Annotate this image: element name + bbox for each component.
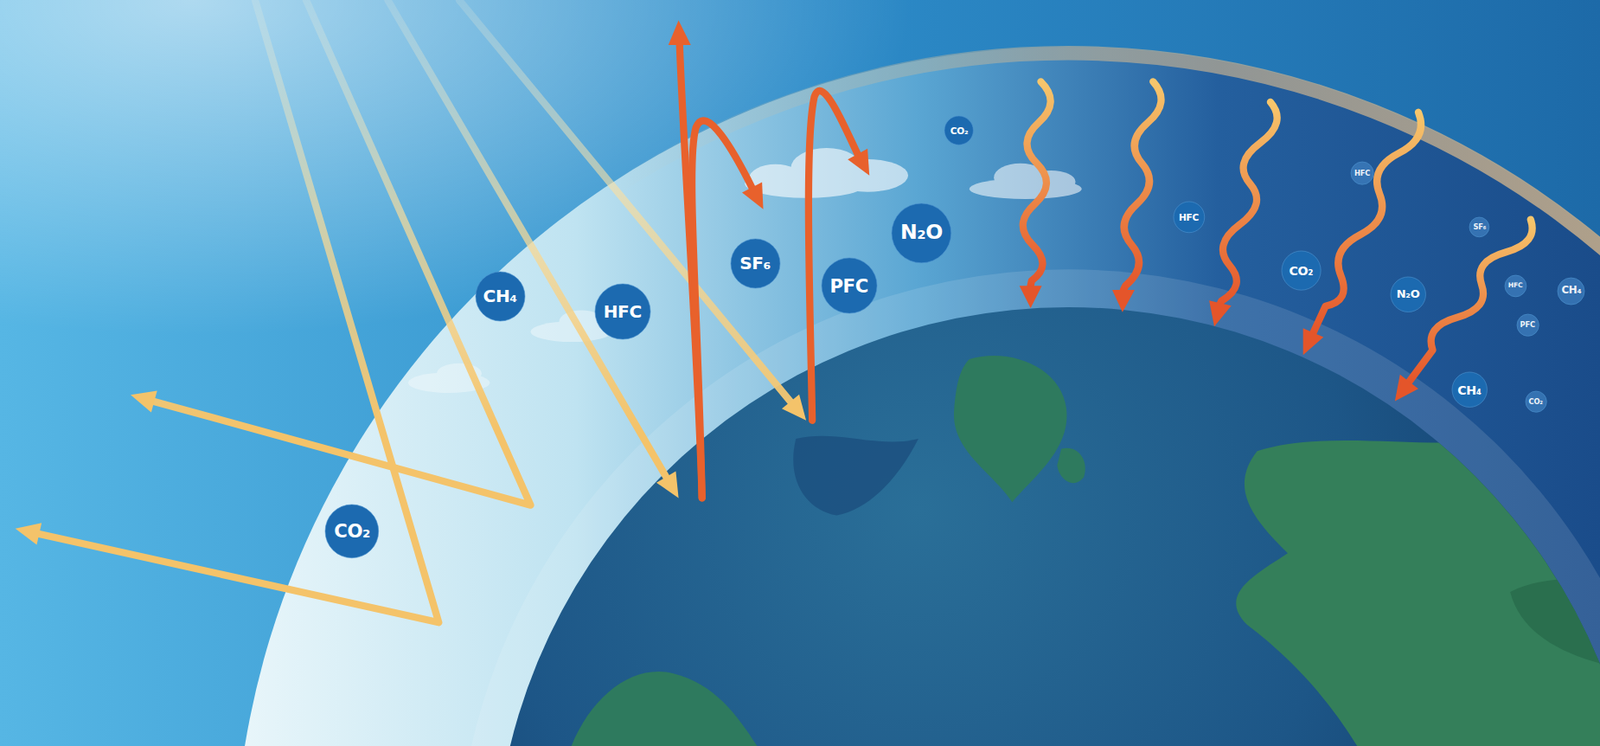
gas-circle: HFC [594,282,652,340]
arrowhead [742,182,764,210]
gas-label: CH₄ [1561,285,1581,296]
gas-label: PFC [1520,320,1536,328]
arrowhead [1303,327,1325,355]
gas-circle-outline [1173,201,1205,233]
arrowhead [847,148,870,176]
gas-circle-outline [944,115,973,145]
gas-circle-outline [1452,371,1487,407]
gas-label: HFC [1354,169,1370,177]
gas-circle-outline [821,257,877,314]
ocean [493,307,1600,746]
gas-circle-outline [1469,217,1490,237]
gas-label: CH₄ [1457,384,1482,397]
gas-label: SF₆ [1472,223,1486,231]
gas-circle: CO₂ [1280,249,1322,291]
gas-circle: HFC [1504,274,1528,298]
gas-label: HFC [1178,212,1199,223]
gas-circle: PFC [1516,313,1540,337]
gas-circle-outline [1557,277,1585,305]
gas-circle-outline [1525,390,1547,412]
gas-circle-outline [1281,250,1321,290]
gas-circle: CH₄ [1556,276,1586,306]
wavy-arrow [1408,219,1532,382]
gas-circle-outline [325,504,379,558]
gas-circle: CO₂ [324,503,380,559]
gas-circle-outline [595,283,651,340]
gas-circle: SF₆ [1468,216,1491,238]
infrared-arrowheads [668,20,870,210]
arrowhead [130,390,158,412]
wavy-arrow [1312,112,1421,333]
continents [571,355,1600,746]
land [1235,436,1600,746]
cloud [969,163,1082,199]
gas-label: CO₂ [1529,397,1543,405]
gas-label: CH₄ [483,287,518,305]
arrowhead [1019,285,1043,308]
ray-arrowheads [15,390,807,544]
trapped-heat [691,120,752,498]
wavy-arrow [1220,102,1278,303]
gas-label: CO₂ [950,126,969,136]
gas-circle: CH₄ [1451,371,1488,408]
arrowhead [1112,289,1135,313]
land [953,355,1068,502]
gas-circle-outline [730,238,781,288]
gas-circle-outline [475,271,525,321]
arrowhead [1395,374,1419,402]
incoming-ray [459,0,791,402]
gas-circle: N₂O [1389,275,1427,313]
earth [493,307,1600,746]
gas-label: PFC [829,276,868,295]
land [1510,578,1600,663]
wavy-arrow [1123,81,1162,290]
atmosphere [233,46,1600,746]
gas-circle-outline [1504,275,1527,297]
gas-label: CO₂ [333,521,371,540]
gas-circle: CO₂ [1524,390,1548,413]
arrowhead [15,522,42,544]
gas-circle-outline [891,203,952,263]
sunlight-rays [38,0,791,622]
arrowhead [781,394,807,421]
cloud [744,147,909,199]
gas-circle-outline [1390,276,1426,312]
wavy-arrow [1023,81,1051,286]
incoming-ray [387,0,666,477]
gas-circle: HFC [1350,160,1375,186]
reflected-ray [153,0,531,506]
land [571,671,758,746]
re-radiated-heat [1023,81,1533,382]
gas-circle: HFC [1172,200,1206,234]
gas-circle: SF₆ [729,237,781,289]
arrowhead [668,20,692,45]
reflected-ray [38,0,439,622]
gas-circle-outline [1516,313,1539,336]
gas-label: N₂O [1396,288,1421,300]
gas-label: HFC [1508,281,1524,289]
trapped-heat [808,90,858,421]
gas-label: SF₆ [739,254,771,272]
gas-circle: PFC [820,256,878,314]
atmosphere-rim [239,52,1600,746]
gas-label: HFC [603,302,642,320]
gas-label: N₂O [900,222,943,244]
gas-circle: N₂O [890,202,953,264]
land [1056,448,1085,483]
wavy-arrowheads [1019,285,1419,401]
gas-circle-outline [1350,161,1374,185]
bay [793,435,919,516]
gas-label: CO₂ [1288,264,1313,277]
gas-circle: CO₂ [943,115,974,146]
arrowhead [656,470,679,498]
arrowhead [1209,300,1232,327]
gas-circle: CH₄ [474,270,526,322]
